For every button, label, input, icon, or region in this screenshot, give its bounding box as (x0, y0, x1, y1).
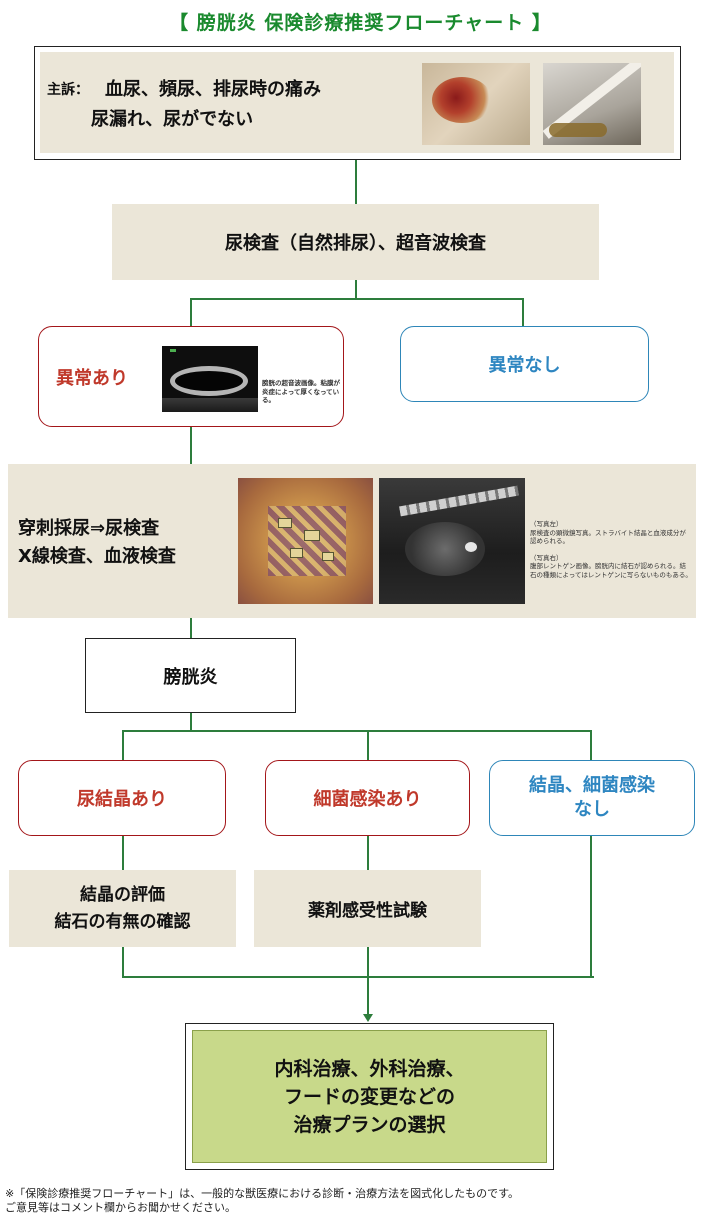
treatment-line2: フードの変更などの (283, 1085, 455, 1108)
none-branch-box: 結晶、細菌感染 なし (489, 760, 695, 836)
caption-right-body: 腹部レントゲン画像。膀胱内に結石が認められる。結石の種類によってはレントゲンに写… (530, 562, 692, 579)
ultrasound-caption: 膀胱の超音波画像。粘膜が炎症によって厚くなっている。 (262, 379, 340, 404)
sensitivity-test-label: 薬剤感受性試験 (308, 901, 427, 921)
treatment-line1: 内科治療、外科治療、 (274, 1057, 465, 1080)
crystal-eval-box: 結晶の評価 結石の有無の確認 (9, 870, 236, 947)
microscope-photo (238, 478, 373, 604)
crystal-branch-box: 尿結晶あり (18, 760, 226, 836)
sensitivity-test-box: 薬剤感受性試験 (254, 870, 481, 947)
xray-photo (379, 478, 525, 604)
normal-box: 異常なし (400, 326, 649, 402)
complaint-line2: 尿漏れ、尿がでない (91, 109, 254, 130)
none-branch-line2: なし (574, 799, 610, 820)
page-title: 【 膀胱炎 保険診療推奨フローチャート 】 (169, 12, 552, 34)
crystal-eval-line2: 結石の有無の確認 (54, 911, 191, 932)
abnormal-label: 異常あり (56, 368, 128, 389)
complaint-box: 主訴： 血尿、頻尿、排尿時の痛み 尿漏れ、尿がでない (34, 46, 681, 160)
exam2-line1: 穿刺採尿⇒尿検査 (18, 518, 160, 539)
crystal-branch-label: 尿結晶あり (77, 789, 167, 810)
puncture-xray-box: 穿刺採尿⇒尿検査 X線検査、血液検査 （写真左） 尿検査の顕微鏡写真。ストラバイ… (8, 464, 696, 618)
crystal-eval-line1: 結晶の評価 (80, 884, 165, 905)
none-branch-line1: 結晶、細菌感染 (529, 775, 655, 796)
treatment-line3: 治療プランの選択 (293, 1113, 446, 1136)
bacteria-branch-box: 細菌感染あり (265, 760, 470, 836)
footer-line1: ※「保険診療推奨フローチャート」は、一般的な獣医療における診断・治療方法を図式化… (5, 1187, 520, 1200)
bacteria-branch-label: 細菌感染あり (313, 789, 422, 810)
normal-label: 異常なし (488, 355, 561, 376)
treatment-box: 内科治療、外科治療、 フードの変更などの 治療プランの選択 (185, 1023, 554, 1170)
abnormal-box: 異常あり 膀胱の超音波画像。粘膜が炎症によって厚くなっている。 (38, 326, 344, 427)
caption-left-head: （写真左） (530, 520, 563, 528)
arrow-head (363, 1014, 373, 1022)
caption-right-head: （写真右） (530, 553, 563, 562)
urinalysis-ultrasound-box: 尿検査（自然排尿）、超音波検査 (112, 204, 599, 280)
complaint-label: 主訴： (47, 82, 89, 98)
exam1-label: 尿検査（自然排尿）、超音波検査 (225, 233, 486, 254)
litter-tray-photo (543, 63, 641, 145)
caption-left-body: 尿検査の顕微鏡写真。ストラバイト結晶と血液成分が認められる。 (530, 528, 686, 546)
footer-line2: ご意見等はコメント欄からお聞かせください。 (5, 1201, 236, 1214)
blood-urine-photo (422, 63, 530, 145)
diagnosis-label: 膀胱炎 (163, 666, 218, 688)
exam2-line2: X線検査、血液検査 (18, 546, 176, 567)
complaint-line1: 血尿、頻尿、排尿時の痛み (105, 79, 321, 100)
diagnosis-box: 膀胱炎 (85, 638, 296, 713)
ultrasound-image (162, 346, 258, 412)
